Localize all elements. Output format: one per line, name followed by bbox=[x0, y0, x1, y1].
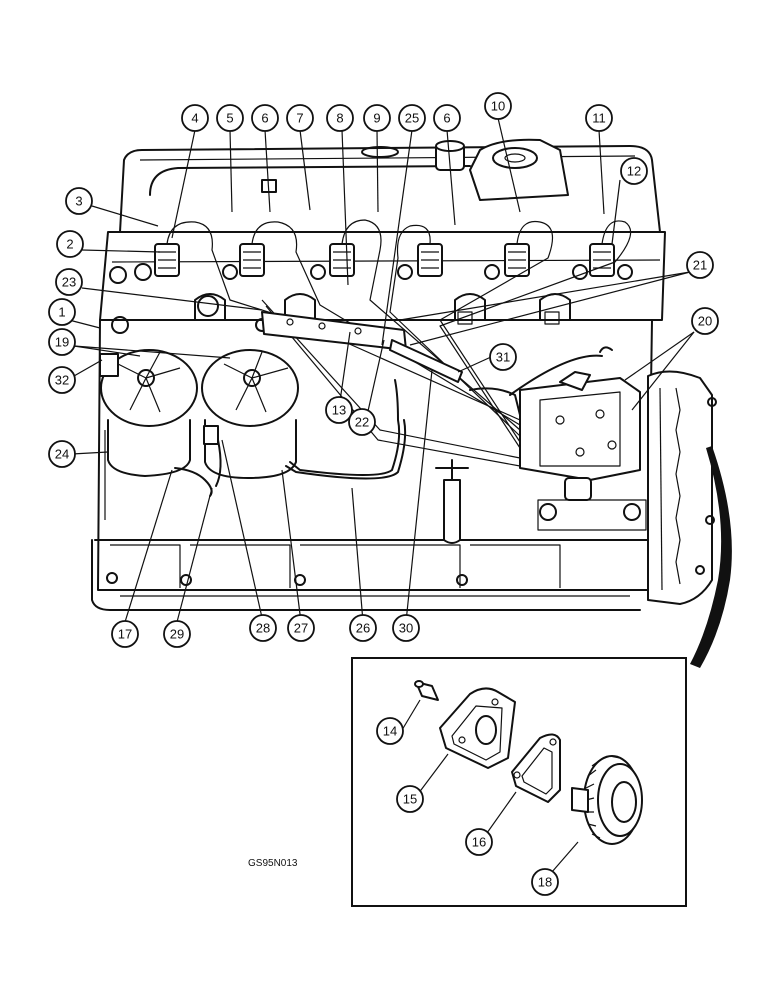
svg-text:5: 5 bbox=[226, 111, 233, 126]
callout-10: 10 bbox=[484, 92, 512, 120]
callout-6a: 6 bbox=[251, 104, 279, 132]
rocker-cover bbox=[119, 138, 661, 233]
pipe-clamp bbox=[261, 311, 463, 383]
drawing-code: GS95N013 bbox=[248, 858, 298, 869]
callout-18: 18 bbox=[531, 868, 559, 896]
callout-11: 11 bbox=[585, 104, 613, 132]
svg-text:2: 2 bbox=[66, 237, 73, 252]
callout-8: 8 bbox=[326, 104, 354, 132]
svg-text:27: 27 bbox=[294, 621, 308, 636]
svg-text:8: 8 bbox=[336, 111, 343, 126]
callout-12: 12 bbox=[620, 157, 648, 185]
callout-28: 28 bbox=[249, 614, 277, 642]
callout-19: 19 bbox=[48, 328, 76, 356]
injector-4 bbox=[417, 243, 443, 277]
injector-pipes bbox=[166, 219, 632, 467]
fuel-filter-right bbox=[201, 349, 299, 479]
svg-text:6: 6 bbox=[261, 111, 268, 126]
injector-1 bbox=[154, 243, 180, 277]
engine-illustration bbox=[91, 138, 732, 668]
svg-text:16: 16 bbox=[472, 835, 486, 850]
svg-text:7: 7 bbox=[296, 111, 303, 126]
svg-text:18: 18 bbox=[538, 875, 552, 890]
gasket bbox=[511, 733, 561, 803]
svg-text:29: 29 bbox=[170, 627, 184, 642]
svg-text:26: 26 bbox=[356, 621, 370, 636]
callout-9: 9 bbox=[363, 104, 391, 132]
svg-text:30: 30 bbox=[399, 621, 413, 636]
fuel-filter-left bbox=[99, 349, 198, 477]
callout-13: 13 bbox=[325, 396, 353, 424]
drive-gear bbox=[571, 755, 643, 845]
callout-25: 25 bbox=[398, 104, 426, 132]
injection-pump bbox=[519, 346, 641, 501]
svg-text:3: 3 bbox=[75, 194, 82, 209]
svg-text:13: 13 bbox=[332, 403, 346, 418]
svg-text:25: 25 bbox=[405, 111, 419, 126]
callout-29: 29 bbox=[163, 620, 191, 648]
svg-text:21: 21 bbox=[693, 258, 707, 273]
svg-text:22: 22 bbox=[355, 415, 369, 430]
svg-text:12: 12 bbox=[627, 164, 641, 179]
callout-27: 27 bbox=[287, 614, 315, 642]
callout-1: 1 bbox=[48, 298, 76, 326]
flywheel-housing bbox=[647, 370, 717, 605]
callout-32: 32 bbox=[48, 366, 76, 394]
callout-16: 16 bbox=[465, 828, 493, 856]
callout-22: 22 bbox=[348, 408, 376, 436]
svg-text:17: 17 bbox=[118, 627, 132, 642]
callout-20: 20 bbox=[691, 307, 719, 335]
callout-7: 7 bbox=[286, 104, 314, 132]
leader-lines bbox=[68, 117, 695, 881]
svg-text:28: 28 bbox=[256, 621, 270, 636]
svg-text:24: 24 bbox=[55, 447, 69, 462]
callout-30: 30 bbox=[392, 614, 420, 642]
svg-text:32: 32 bbox=[55, 373, 69, 388]
svg-text:10: 10 bbox=[491, 99, 505, 114]
callout-17: 17 bbox=[111, 620, 139, 648]
svg-text:1: 1 bbox=[58, 305, 65, 320]
callout-23: 23 bbox=[55, 268, 83, 296]
svg-text:11: 11 bbox=[592, 111, 606, 126]
svg-text:9: 9 bbox=[373, 111, 380, 126]
callout-31: 31 bbox=[489, 343, 517, 371]
injector-2 bbox=[239, 243, 265, 277]
callout-4: 4 bbox=[181, 104, 209, 132]
svg-text:6: 6 bbox=[443, 111, 450, 126]
callout-24: 24 bbox=[48, 440, 76, 468]
svg-text:31: 31 bbox=[496, 350, 510, 365]
cylinder-head bbox=[99, 231, 666, 334]
svg-text:15: 15 bbox=[403, 792, 417, 807]
dowel-pin bbox=[414, 680, 439, 701]
injector-6 bbox=[589, 243, 615, 277]
callout-5: 5 bbox=[216, 104, 244, 132]
svg-text:19: 19 bbox=[55, 335, 69, 350]
callout-21: 21 bbox=[686, 251, 714, 279]
svg-text:23: 23 bbox=[62, 275, 76, 290]
callout-15: 15 bbox=[396, 785, 424, 813]
fuel-lines bbox=[174, 354, 603, 497]
lift-pump bbox=[435, 459, 469, 544]
callout-6b: 6 bbox=[433, 104, 461, 132]
cover-plate bbox=[439, 687, 516, 769]
svg-text:20: 20 bbox=[698, 314, 712, 329]
inset-pointer-arrow bbox=[690, 446, 732, 668]
callouts: 1 2 3 4 5 6 7 8 9 25 6 10 11 12 23 21 20… bbox=[48, 92, 719, 896]
inset-panel bbox=[351, 657, 687, 907]
callout-2: 2 bbox=[56, 230, 84, 258]
svg-text:14: 14 bbox=[383, 724, 397, 739]
injector-3 bbox=[329, 243, 355, 277]
callout-3: 3 bbox=[65, 187, 93, 215]
svg-text:4: 4 bbox=[191, 111, 198, 126]
callout-14: 14 bbox=[376, 717, 404, 745]
callout-26: 26 bbox=[349, 614, 377, 642]
